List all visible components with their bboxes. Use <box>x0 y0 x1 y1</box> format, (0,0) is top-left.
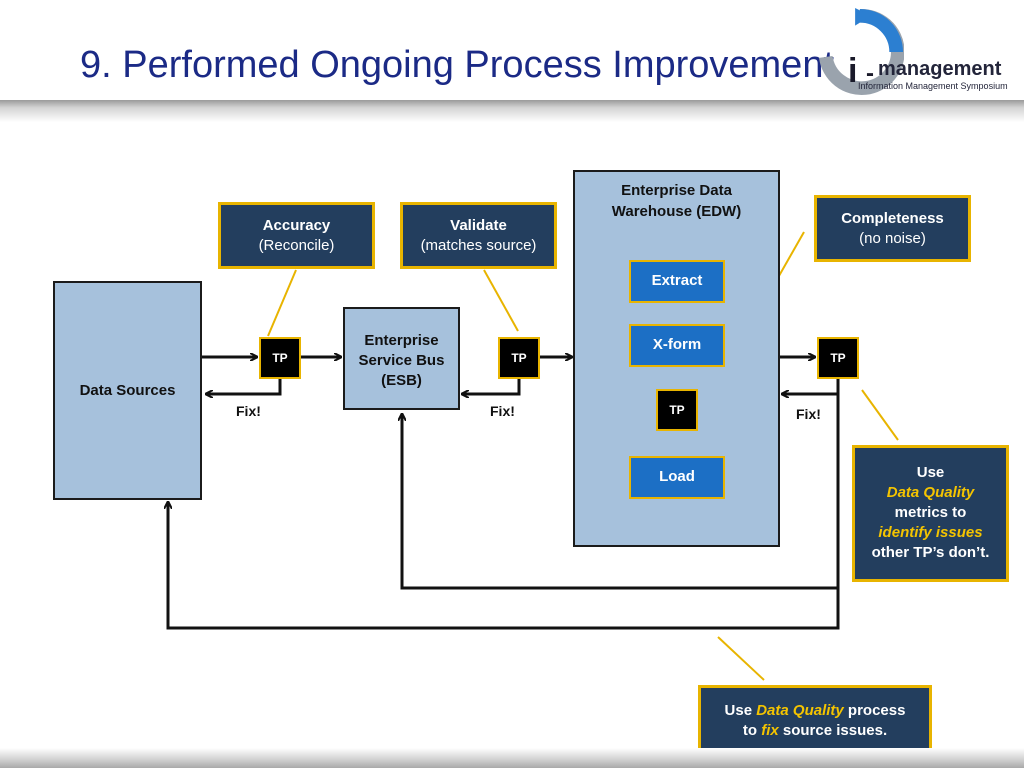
fix-label-sources: Fix! <box>236 403 261 419</box>
load-step: Load <box>629 456 725 499</box>
dq-process-use: Use <box>724 702 753 719</box>
tp-box-sources: TP <box>259 337 301 379</box>
title-divider <box>0 100 1024 122</box>
validate-title: Validate <box>450 217 507 234</box>
logo-subtitle: Information Management Symposium <box>858 81 1008 91</box>
logo-word: management <box>878 58 1002 80</box>
dq-metrics-callout: Use Data Quality metrics to identify iss… <box>852 445 1009 582</box>
accuracy-title: Accuracy <box>262 217 331 234</box>
dq-process-rest: source issues. <box>782 722 888 739</box>
logo-swirl-icon <box>818 8 904 95</box>
validate-callout: Validate (matches source) <box>400 202 557 269</box>
dq-metrics-other: other TP’s don’t. <box>871 544 990 561</box>
fix-label-esb: Fix! <box>490 403 515 419</box>
edw-label-line1: Enterprise Data <box>621 182 732 199</box>
extract-step: Extract <box>629 260 725 303</box>
dq-process-callout: Use Data Quality process to fix source i… <box>698 685 932 755</box>
dq-process-process: process <box>847 702 906 719</box>
logo-dash: - <box>866 60 874 87</box>
slide-title: 9. Performed Ongoing Process Improvement <box>80 44 835 86</box>
data-sources-label: Data Sources <box>79 382 176 399</box>
esb-label-line1: Enterprise <box>364 332 439 349</box>
dq-metrics-dq: Data Quality <box>886 484 975 501</box>
accuracy-sub: (Reconcile) <box>258 237 335 254</box>
tp-box-edw: TP <box>656 389 698 431</box>
esb-label-line3: (ESB) <box>381 372 422 389</box>
xform-step: X-form <box>629 324 725 367</box>
tp-box-esb: TP <box>498 337 540 379</box>
data-sources-box: Data Sources <box>53 281 202 500</box>
esb-label-line2: Service Bus <box>358 352 445 369</box>
dq-metrics-identify: identify issues <box>878 524 983 541</box>
tp-box-output: TP <box>817 337 859 379</box>
edw-label-line2: Warehouse (EDW) <box>611 203 742 220</box>
esb-box: Enterprise Service Bus (ESB) <box>343 307 460 410</box>
logo-letter: i <box>848 52 858 90</box>
accuracy-callout: Accuracy (Reconcile) <box>218 202 375 269</box>
validate-sub: (matches source) <box>420 237 537 254</box>
completeness-sub: (no noise) <box>859 230 926 247</box>
bottom-divider <box>0 748 1024 768</box>
dq-process-fix: fix <box>761 722 779 739</box>
completeness-title: Completeness <box>841 210 944 227</box>
dq-process-dq: Data Quality <box>756 702 844 719</box>
dq-process-to: to <box>742 722 758 739</box>
dq-metrics-use: Use <box>916 464 945 481</box>
dq-metrics-to: metrics to <box>894 504 967 521</box>
completeness-callout: Completeness (no noise) <box>814 195 971 262</box>
fix-label-output: Fix! <box>796 406 821 422</box>
